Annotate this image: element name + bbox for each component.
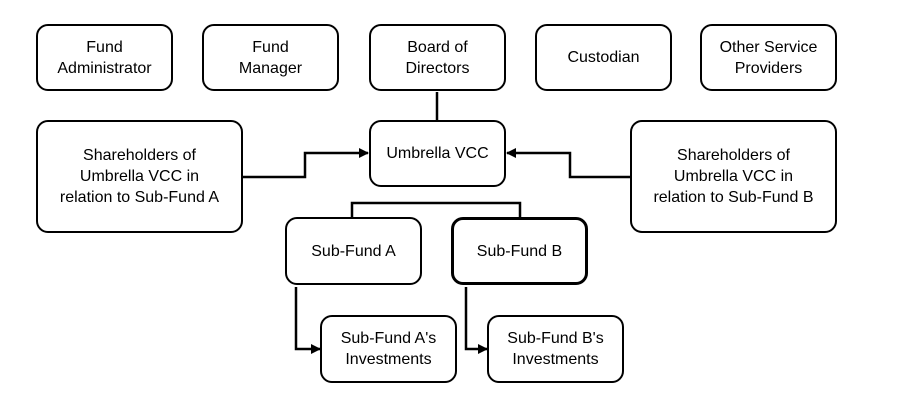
node-sub-fund-a: Sub-Fund A (285, 217, 422, 285)
node-label: Shareholders of Umbrella VCC in relation… (59, 147, 220, 206)
node-fund-administrator: Fund Administrator (36, 24, 173, 91)
node-shareholders-sub-fund-b: Shareholders of Umbrella VCC in relation… (630, 120, 837, 233)
node-label: Fund Administrator (57, 38, 152, 77)
node-fund-manager: Fund Manager (202, 24, 339, 91)
node-custodian: Custodian (535, 24, 672, 91)
node-sub-fund-a-investments: Sub-Fund A's Investments (320, 315, 457, 383)
edge-shareholders-b-to-umbrella (506, 148, 630, 179)
node-label: Custodian (567, 49, 640, 66)
node-label: Sub-Fund A (311, 242, 396, 260)
node-label: Shareholders of Umbrella VCC in relation… (653, 147, 814, 206)
edge-subfund-b-to-investments (464, 287, 488, 354)
node-shareholders-sub-fund-a: Shareholders of Umbrella VCC in relation… (36, 120, 243, 233)
node-label: Umbrella VCC (386, 145, 489, 162)
edge-shareholders-a-to-umbrella (243, 148, 369, 179)
edge-umbrella-to-subfunds (350, 201, 522, 217)
node-other-service-providers: Other Service Providers (700, 24, 837, 91)
node-label: Sub-Fund B's Investments (507, 330, 604, 368)
node-sub-fund-b-investments: Sub-Fund B's Investments (487, 315, 624, 383)
node-sub-fund-b: Sub-Fund B (451, 217, 588, 285)
node-label: Board of Directors (405, 38, 470, 77)
node-label: Sub-Fund A's Investments (340, 330, 437, 368)
node-board-of-directors: Board of Directors (369, 24, 506, 91)
node-label: Other Service Providers (719, 38, 818, 77)
node-label: Fund Manager (238, 38, 303, 77)
edge-subfund-a-to-investments (294, 287, 321, 354)
node-umbrella-vcc: Umbrella VCC (369, 120, 506, 187)
node-label: Sub-Fund B (476, 242, 563, 260)
